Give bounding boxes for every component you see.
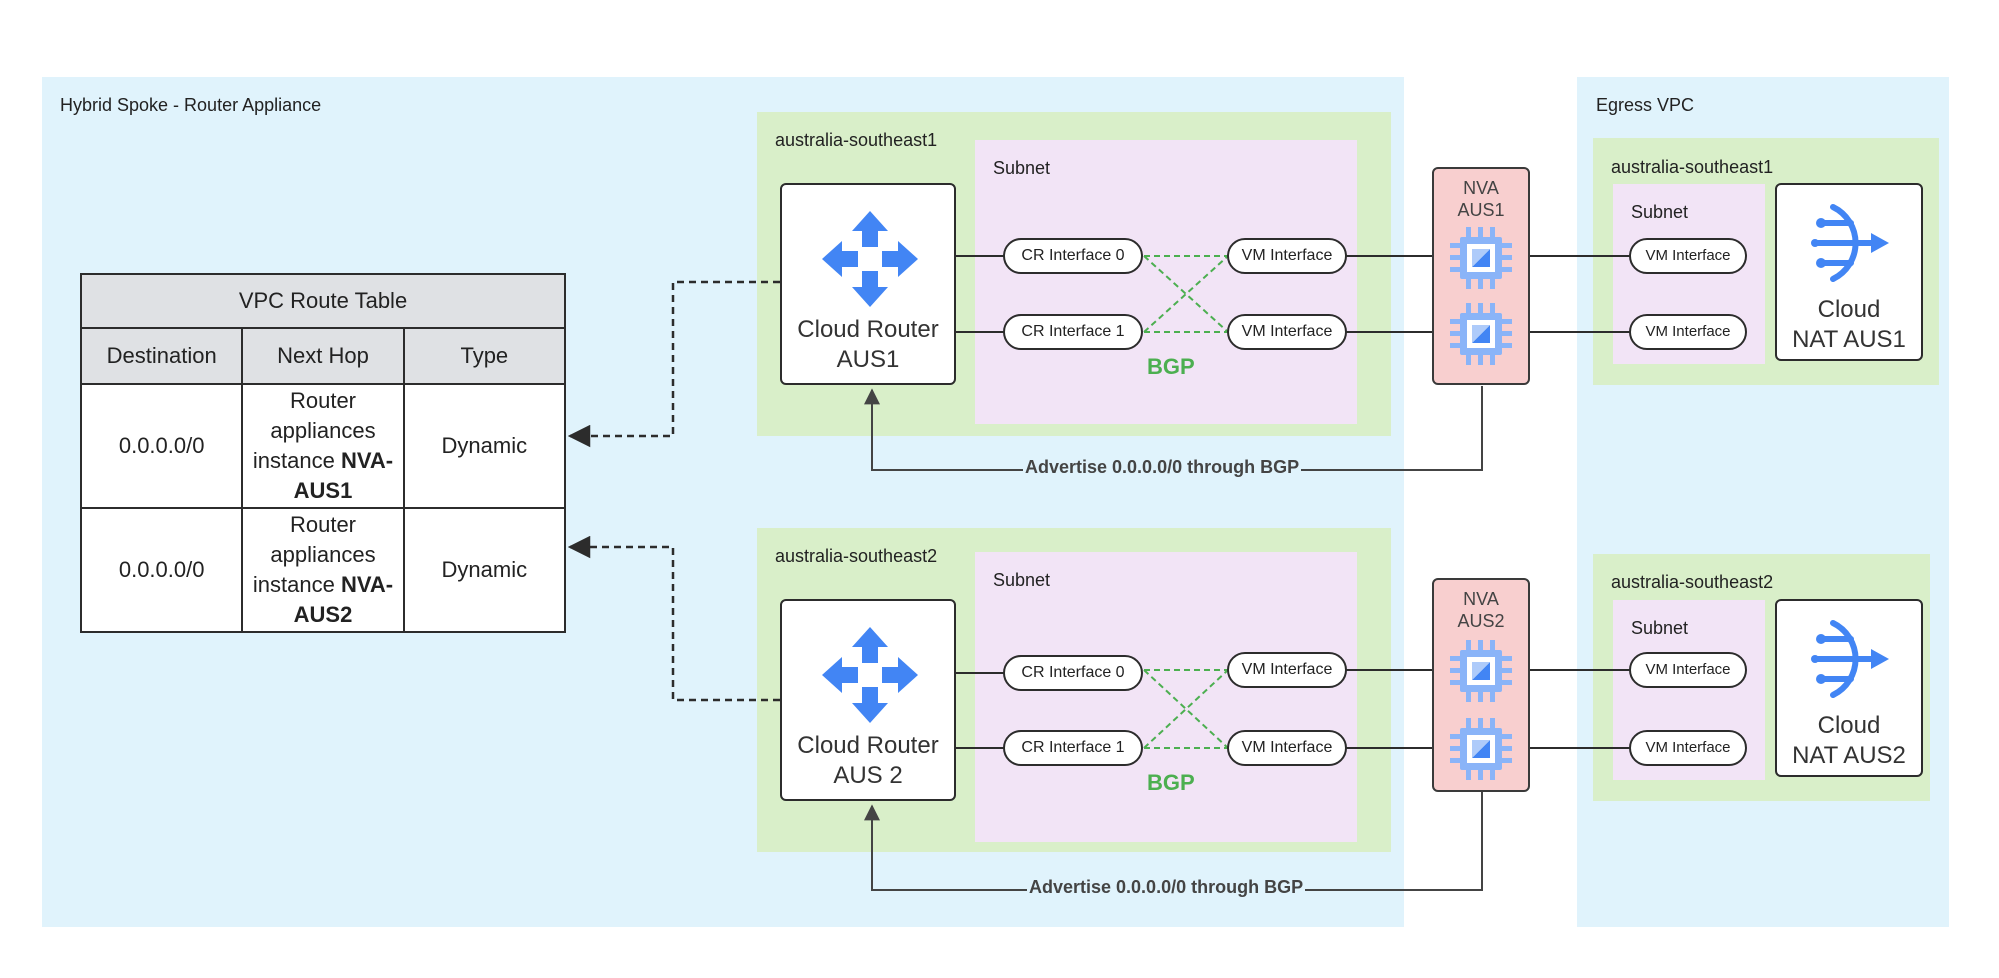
cloud-router-aus2-title: Cloud Router AUS 2 [782,731,954,791]
cr-interface-0-aus1[interactable]: CR Interface 0 [1003,238,1143,274]
cloud-nat-aus2-title: Cloud NAT AUS2 [1777,711,1921,771]
vm-interface-aus1-a[interactable]: VM Interface [1227,238,1347,274]
cloud-router-icon [822,627,918,723]
egress-vm-interface-aus2-b[interactable]: VM Interface [1629,730,1747,766]
egress-vm-interface-aus1-a[interactable]: VM Interface [1629,238,1747,274]
hybrid-subnet-1 [975,140,1357,424]
row-type: Dynamic [402,507,567,633]
egress-region-2-label: australia-southeast2 [1611,572,1774,592]
egress-subnet-1-label: Subnet [1631,202,1689,222]
cloud-router-aus1[interactable]: Cloud Router AUS1 [780,183,956,385]
cr-interface-1-aus1[interactable]: CR Interface 1 [1003,314,1143,350]
nat-title-line2: NAT AUS2 [1792,742,1906,769]
egress-region-1-label: australia-southeast1 [1611,157,1774,177]
route-arrow-2 [567,535,780,702]
row-destination: 0.0.0.0/0 [79,383,244,509]
egress-vpc-label: Egress VPC [1596,95,1695,115]
cloud-nat-aus1[interactable]: Cloud NAT AUS1 [1775,183,1923,361]
compute-chip-icon [1450,303,1512,365]
vm-interface-aus2-a[interactable]: VM Interface [1227,652,1347,688]
nat-title-line2: NAT AUS1 [1792,326,1906,353]
cloud-router-aus2[interactable]: Cloud Router AUS 2 [780,599,956,801]
col-next-hop: Next Hop [241,327,405,385]
nva-aus1[interactable]: NVA AUS1 [1432,167,1530,385]
cloud-nat-icon [1811,620,1889,698]
vpc-route-table: VPC Route Table Destination Next Hop Typ… [79,273,567,633]
hybrid-subnet-2-label: Subnet [993,570,1051,590]
hybrid-region-1-label: australia-southeast1 [775,130,938,150]
router-title-line1: Cloud Router [797,732,939,759]
next-hop-prefix: Router appliances [270,512,376,567]
nva-label-line2: AUS2 [1457,611,1505,631]
bgp-label-aus1: BGP [1147,354,1195,379]
row-next-hop: Router appliances instance NVA-AUS1 [241,383,405,509]
nva-aus2[interactable]: NVA AUS2 [1432,578,1530,792]
cloud-nat-icon [1811,204,1889,282]
advertise-label-aus1: Advertise 0.0.0.0/0 through BGP [1023,457,1302,478]
router-title-line2: AUS1 [836,346,900,373]
vm-interface-aus1-b[interactable]: VM Interface [1227,314,1347,350]
advertise-label-aus2: Advertise 0.0.0.0/0 through BGP [1027,877,1306,898]
nat-title-line1: Cloud [1817,296,1881,323]
route-table-title: VPC Route Table [80,273,566,329]
next-hop-instance-word: instance [252,448,335,473]
compute-chip-icon [1450,640,1512,702]
hybrid-spoke-label: Hybrid Spoke - Router Appliance [60,95,322,115]
row-type: Dynamic [402,383,567,509]
hybrid-subnet-1-label: Subnet [993,158,1051,178]
next-hop-instance-word: instance [252,572,335,597]
hybrid-subnet-2 [975,552,1357,842]
hybrid-region-2-label: australia-southeast2 [775,546,938,566]
cr-interface-1-aus2[interactable]: CR Interface 1 [1003,730,1143,766]
next-hop-name: NVA-AUS1 [293,448,394,503]
cloud-router-icon [822,211,918,307]
router-title-line2: AUS 2 [833,762,903,789]
vm-interface-aus2-b[interactable]: VM Interface [1227,730,1347,766]
col-destination: Destination [79,327,244,385]
cloud-nat-aus2[interactable]: Cloud NAT AUS2 [1775,599,1923,777]
compute-chip-icon [1450,718,1512,780]
nva-aus1-label: NVA AUS1 [1434,177,1528,221]
nva-label-line1: NVA [1463,178,1499,198]
nva-aus2-label: NVA AUS2 [1434,588,1528,632]
next-hop-name: NVA-AUS2 [293,572,394,627]
row-next-hop: Router appliances instance NVA-AUS2 [241,507,405,633]
row-destination: 0.0.0.0/0 [79,507,244,633]
next-hop-prefix: Router appliances [270,388,376,443]
nva-label-line1: NVA [1463,589,1499,609]
cr-interface-0-aus2[interactable]: CR Interface 0 [1003,655,1143,691]
cloud-router-aus1-title: Cloud Router AUS1 [782,315,954,375]
egress-vm-interface-aus2-a[interactable]: VM Interface [1629,652,1747,688]
router-title-line1: Cloud Router [797,316,939,343]
compute-chip-icon [1450,227,1512,289]
bgp-label-aus2: BGP [1147,770,1195,795]
table-row: 0.0.0.0/0 Router appliances instance NVA… [79,383,567,509]
col-type: Type [402,327,567,385]
nat-title-line1: Cloud [1817,712,1881,739]
egress-subnet-2-label: Subnet [1631,618,1689,638]
table-row: 0.0.0.0/0 Router appliances instance NVA… [79,507,567,633]
route-arrow-1 [567,280,780,448]
cloud-nat-aus1-title: Cloud NAT AUS1 [1777,295,1921,355]
nva-label-line2: AUS1 [1457,200,1505,220]
egress-vm-interface-aus1-b[interactable]: VM Interface [1629,314,1747,350]
